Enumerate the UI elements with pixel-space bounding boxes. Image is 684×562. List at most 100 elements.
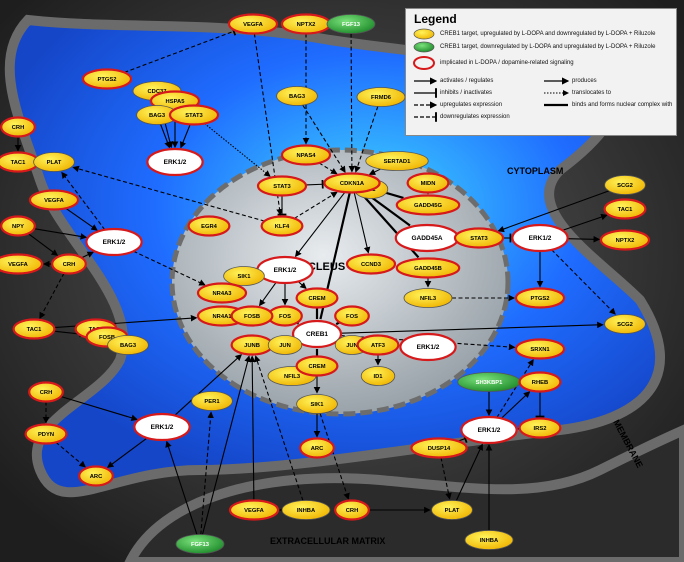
node-plat: PLAT xyxy=(33,152,75,172)
node-label: FGF13 xyxy=(342,22,361,28)
node-crh: CRH xyxy=(0,116,36,138)
node-shape xyxy=(227,13,279,35)
node-shape xyxy=(399,332,457,362)
node-shape xyxy=(267,335,303,355)
node-stat3: STAT3 xyxy=(256,175,308,197)
node-label: DUSP14 xyxy=(428,446,451,452)
node-label: INHBA xyxy=(480,538,499,544)
node-label: PLAT xyxy=(47,160,62,166)
node-label: SCG2 xyxy=(617,183,633,189)
node-label: ERK1/2 xyxy=(151,424,174,431)
node-label: IRS2 xyxy=(534,426,547,432)
node-shape xyxy=(196,282,248,304)
edge-activates xyxy=(297,281,307,290)
legend-down-text: CREB1 target, downregulated by L-DOPA an… xyxy=(440,44,656,50)
node-ptgs2: PTGS2 xyxy=(81,68,133,90)
node-vegfa: VEGFA xyxy=(28,189,80,211)
node-shape xyxy=(410,437,468,459)
node-label: CCND3 xyxy=(361,262,382,268)
legend-down-symbol xyxy=(413,41,435,53)
node-crem: CREM xyxy=(295,355,339,377)
node-cdkn1a: CDKN1A xyxy=(323,172,381,194)
node-label: FOSB xyxy=(244,314,260,320)
node-label: CDC37 xyxy=(147,89,166,95)
node-bag3: BAG3 xyxy=(107,335,149,355)
node-gadd45a: GADD45A xyxy=(394,223,460,253)
edge-upexpr xyxy=(39,272,65,319)
node-inhba: INHBA xyxy=(464,530,514,550)
node-label: CREM xyxy=(308,364,325,370)
node-label: ERK1/2 xyxy=(274,267,297,274)
node-shape xyxy=(365,151,429,171)
node-label: SCG2 xyxy=(617,322,633,328)
legend-ring-text: implicated in L-DOPA / dopamine-related … xyxy=(440,60,574,66)
edge-upexpr xyxy=(348,33,356,173)
edge-activates xyxy=(27,233,59,256)
node-shape xyxy=(260,215,304,237)
edge-activates xyxy=(174,354,243,416)
edge-activates xyxy=(248,355,256,501)
node-creb1: CREB1 xyxy=(291,319,343,349)
node-label: NPTX2 xyxy=(297,22,316,28)
node-erk1-2: ERK1/2 xyxy=(256,255,314,285)
node-label: JUNB xyxy=(244,343,260,349)
node-shape xyxy=(599,229,651,251)
node-shape xyxy=(326,14,376,34)
node-nfil3: NFIL3 xyxy=(403,288,453,308)
edge-activates xyxy=(340,321,604,334)
node-shape xyxy=(295,287,339,309)
node-shape xyxy=(518,417,562,439)
node-label: NFIL3 xyxy=(420,296,437,302)
node-rheb: RHEB xyxy=(518,371,562,393)
node-label: ARC xyxy=(90,474,103,480)
node-label: VEGFA xyxy=(243,22,263,28)
node-erk1-2: ERK1/2 xyxy=(399,332,457,362)
edge-activates xyxy=(179,124,191,149)
node-erk1-2: ERK1/2 xyxy=(133,412,191,442)
node-shape xyxy=(24,423,68,445)
legend-title: Legend xyxy=(414,12,457,26)
node-label: NPY xyxy=(12,224,24,230)
edge-activates xyxy=(353,192,371,254)
node-label: TAC1 xyxy=(618,207,633,213)
node-label: NR4A1 xyxy=(212,314,232,320)
edge-upexpr xyxy=(496,358,534,418)
edge-upexpr xyxy=(354,106,379,173)
node-label: FGF13 xyxy=(191,542,210,548)
node-sertad1: SERTAD1 xyxy=(365,151,429,171)
legend-inhibits-text: inhibits / inactivates xyxy=(440,90,493,96)
node-stat3: STAT3 xyxy=(168,104,220,126)
node-label: FOS xyxy=(279,314,291,320)
node-nptx2: NPTX2 xyxy=(599,229,651,251)
legend-produces-text: produces xyxy=(572,78,597,84)
node-label: CRH xyxy=(63,262,76,268)
node-sik1: SIK1 xyxy=(296,394,338,414)
node-label: GADD45G xyxy=(414,203,443,209)
node-ccnd3: CCND3 xyxy=(345,253,397,275)
node-label: PTGS2 xyxy=(530,296,549,302)
node-label: ERK1/2 xyxy=(529,235,552,242)
node-fgf13: FGF13 xyxy=(175,534,225,554)
edge-upexpr xyxy=(294,191,338,219)
node-label: CREB1 xyxy=(306,331,328,338)
node-shape xyxy=(453,227,505,249)
node-erk1-2: ERK1/2 xyxy=(460,415,518,445)
node-id1: ID1 xyxy=(360,366,396,386)
node-label: CRH xyxy=(12,125,25,131)
node-shape xyxy=(0,253,44,275)
node-nr4a3: NR4A3 xyxy=(196,282,248,304)
node-tac1: TAC1 xyxy=(603,198,647,220)
node-bag3: BAG3 xyxy=(276,86,318,106)
node-shape xyxy=(395,257,461,279)
edge-activates xyxy=(562,213,608,231)
node-shape xyxy=(323,172,381,194)
edge-activates xyxy=(567,235,601,243)
node-label: STAT3 xyxy=(185,113,203,119)
node-shape xyxy=(360,366,396,386)
node-shape xyxy=(28,381,64,403)
node-label: CDKN1A xyxy=(340,181,365,187)
node-fgf13: FGF13 xyxy=(326,14,376,34)
node-shape xyxy=(460,415,518,445)
edge-activates xyxy=(294,191,346,258)
